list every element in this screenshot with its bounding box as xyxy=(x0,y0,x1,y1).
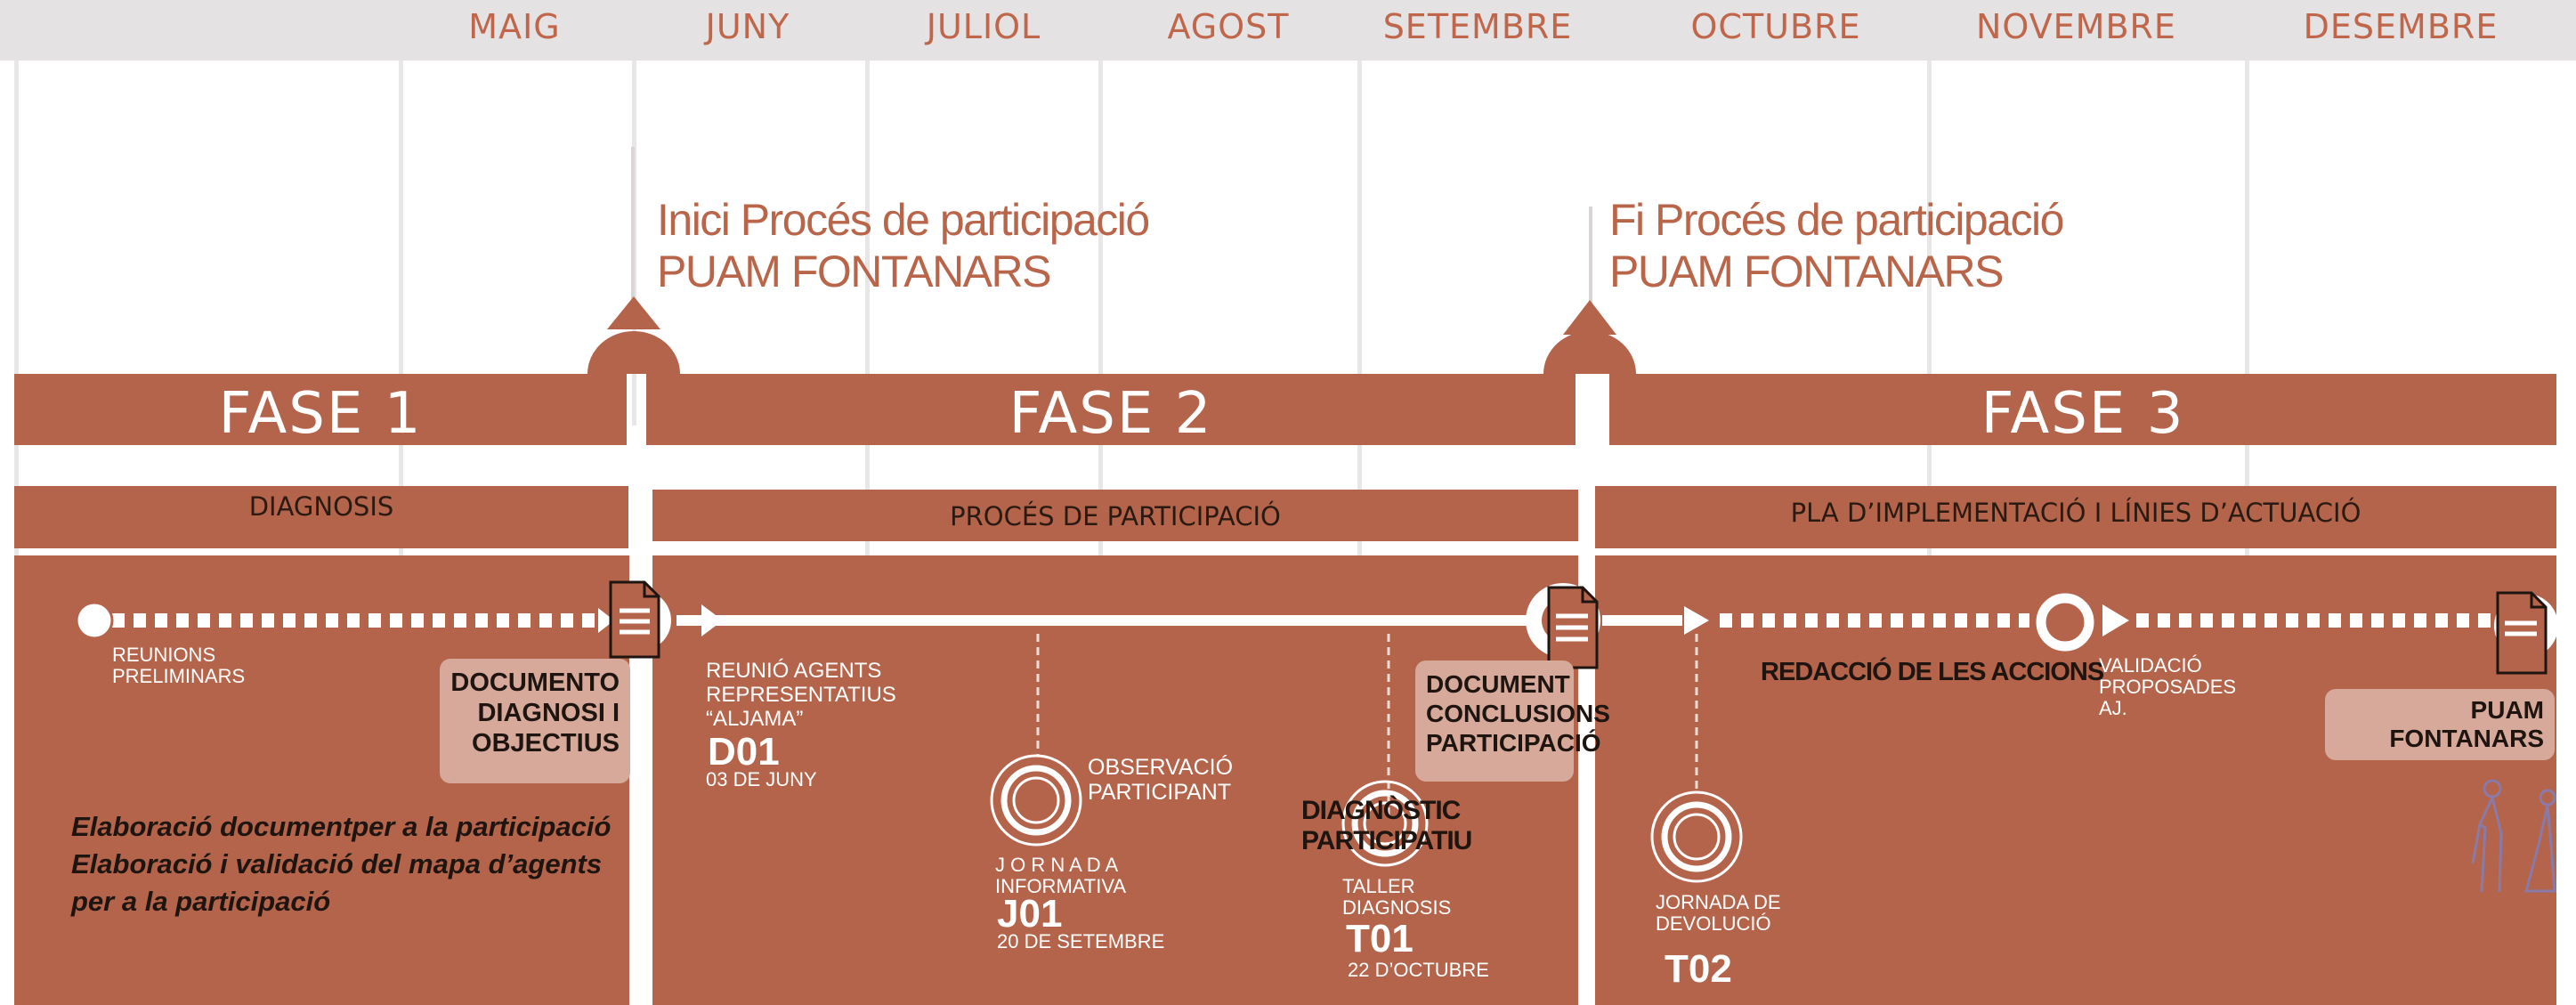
document-conclusions-box: DOCUMENT CONCLUSIONS PARTICIPACIÓ xyxy=(1415,661,1610,782)
validacio-line2: PROPOSADES xyxy=(2099,676,2237,698)
event-date-d01: 03 DE JUNY xyxy=(706,768,817,790)
event-target-icon xyxy=(1341,780,1429,867)
taller-label: TALLER DIAGNOSIS xyxy=(1342,876,1451,919)
puam-fontanars-box: PUAM FONTANARS xyxy=(2325,689,2555,760)
subphase-implementation-label: PLA D’IMPLEMENTACIÓ I LÍNIES D’ACTUACIÓ xyxy=(1790,498,2361,528)
phase-1-notes: Elaboració documentper a la participació… xyxy=(71,808,611,920)
start-node-icon xyxy=(75,601,114,640)
doc-diagnosi-line2: DIAGNOSI I xyxy=(477,699,620,727)
doc-diagnosi-line1: DOCUMENTO xyxy=(450,669,620,697)
subphase-participation-bar: PROCÉS DE PARTICIPACIÓ xyxy=(652,490,1578,541)
milestone-end-marker xyxy=(1543,207,1636,1005)
event-code-j01: J01 xyxy=(997,892,1063,936)
subphase-diagnosis-bar: DIAGNOSIS xyxy=(14,486,628,548)
doc-diagnosi-line3: OBJECTIUS xyxy=(472,729,620,758)
diagnostic-participatiu-label: DIAGNÒSTIC PARTICIPATIU xyxy=(1301,796,1472,856)
observacio-label: OBSERVACIÓ PARTICIPANT xyxy=(1088,755,1233,805)
jornada-devolucio-label: JORNADA DE DEVOLUCIÓ xyxy=(1656,892,1781,935)
validacio-line3: AJ. xyxy=(2099,697,2127,719)
observacio-line1: OBSERVACIÓ xyxy=(1088,755,1234,780)
milestone-end-title: Fi Procés de participació PUAM FONTANARS xyxy=(1609,194,2064,297)
event-target-icon xyxy=(1650,790,1743,883)
event-date-t01: 22 D’OCTUBRE xyxy=(1348,959,1489,981)
milestone-start-line2: PUAM FONTANARS xyxy=(657,247,1051,296)
document-icon xyxy=(2494,591,2558,675)
month-label: JULIOL xyxy=(926,7,1041,46)
observacio-line2: PARTICIPANT xyxy=(1088,780,1232,805)
validacio-label: VALIDACIÓ PROPOSADES AJ. xyxy=(2099,655,2236,719)
phase-3-panel xyxy=(1595,555,2556,1005)
subphase-implementation-bar: PLA D’IMPLEMENTACIÓ I LÍNIES D’ACTUACIÓ xyxy=(1595,486,2556,548)
month-label: OCTUBRE xyxy=(1690,7,1861,46)
reunio-agents-line2: REPRESENTATIUS xyxy=(706,683,896,707)
validacio-line1: VALIDACIÓ xyxy=(2099,654,2202,677)
month-label: JUNY xyxy=(705,7,790,46)
event-code-t01: T01 xyxy=(1346,917,1414,960)
milestone-start-title: Inici Procés de participació PUAM FONTAN… xyxy=(657,194,1150,297)
month-label: MAIG xyxy=(468,7,561,46)
doc-conclusions-line1: DOCUMENT xyxy=(1426,670,1570,698)
ring-node-icon xyxy=(2036,593,2094,652)
document-icon xyxy=(1526,583,1600,669)
jornada-informativa-line2: INFORMATIVA xyxy=(995,875,1127,897)
reunions-line2: PRELIMINARS xyxy=(112,665,246,687)
jornada-devolucio-line2: DEVOLUCIÓ xyxy=(1656,912,1771,935)
phase-1-note: per a la participació xyxy=(71,886,331,917)
event-code-d01: D01 xyxy=(708,730,780,774)
document-diagnosi-box: DOCUMENTO DIAGNOSI I OBJECTIUS xyxy=(440,659,630,783)
jornada-informativa-label: J O R N A D A INFORMATIVA xyxy=(995,855,1126,897)
event-target-icon xyxy=(990,754,1082,847)
month-header-bar xyxy=(0,0,2576,61)
timeline-flow-line xyxy=(112,604,2498,636)
redaccio-accions-label: REDACCIÓ DE LES ACCIONS xyxy=(1761,658,2104,686)
puam-line2: FONTANARS xyxy=(2389,725,2544,752)
month-label: SETEMBRE xyxy=(1382,7,1573,46)
reunio-agents-line3: “ALJAMA” xyxy=(706,707,804,731)
jornada-informativa-line1: J O R N A D A xyxy=(995,854,1119,876)
taller-line1: TALLER xyxy=(1342,875,1415,897)
event-code-t02: T02 xyxy=(1665,947,1732,991)
phase-2-label: FASE 2 xyxy=(1009,381,1213,447)
document-icon xyxy=(609,580,671,659)
month-label: NOVEMBRE xyxy=(1976,7,2176,46)
diagnostic-line2: PARTICIPATIU xyxy=(1301,826,1472,855)
phase-3-label: FASE 3 xyxy=(1981,381,2185,447)
milestone-end-line1: Fi Procés de participació xyxy=(1609,195,2064,245)
reunio-agents-label: REUNIÓ AGENTS REPRESENTATIUS “ALJAMA” xyxy=(706,659,896,731)
month-label: AGOST xyxy=(1167,7,1290,46)
people-icon xyxy=(2471,779,2556,893)
reunions-label: REUNIONS PRELIMINARS xyxy=(112,644,245,687)
phase-2-bar: FASE 2 xyxy=(646,374,1576,447)
month-label: DESEMBRE xyxy=(2303,7,2499,46)
diagnostic-line1: DIAGNÒSTIC xyxy=(1301,796,1461,825)
phase-1-bar: FASE 1 xyxy=(14,374,627,447)
reunions-line1: REUNIONS xyxy=(112,644,216,666)
puam-line1: PUAM xyxy=(2470,696,2544,724)
subphase-participation-label: PROCÉS DE PARTICIPACIÓ xyxy=(950,501,1281,531)
event-date-j01: 20 DE SETEMBRE xyxy=(997,930,1165,952)
reunio-agents-line1: REUNIÓ AGENTS xyxy=(706,659,882,683)
milestone-end-line2: PUAM FONTANARS xyxy=(1609,247,2004,296)
taller-line2: DIAGNOSIS xyxy=(1342,896,1452,919)
phase-1-label: FASE 1 xyxy=(218,381,423,447)
doc-conclusions-line2: CONCLUSIONS xyxy=(1426,700,1610,727)
subphase-diagnosis-label: DIAGNOSIS xyxy=(248,491,394,522)
phase-1-note: Elaboració documentper a la participació xyxy=(71,811,612,842)
phase-3-bar: FASE 3 xyxy=(1609,374,2556,447)
milestone-start-line1: Inici Procés de participació xyxy=(657,195,1150,245)
phase-1-note: Elaboració i validació del mapa d’agents xyxy=(71,848,603,879)
milestone-start-marker xyxy=(587,147,680,1005)
doc-conclusions-line3: PARTICIPACIÓ xyxy=(1426,729,1601,757)
jornada-devolucio-line1: JORNADA DE xyxy=(1656,891,1781,913)
